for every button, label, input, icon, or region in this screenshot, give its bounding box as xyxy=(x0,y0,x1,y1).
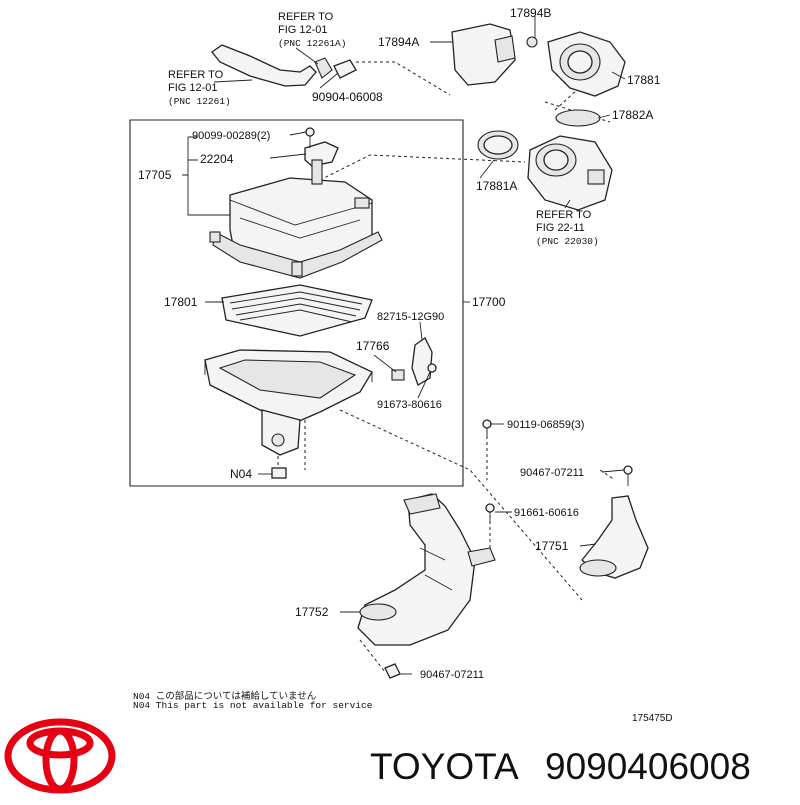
label-n04: N04 xyxy=(230,467,252,481)
intake-hose-17881 xyxy=(547,31,626,97)
toyota-logo-icon xyxy=(4,718,116,794)
label-refer-top-1: REFER TO xyxy=(278,11,334,23)
air-duct-17752 xyxy=(357,493,496,646)
brand-name: TOYOTA xyxy=(370,746,519,787)
dash-line-bottom xyxy=(359,639,386,673)
label-17894B: 17894B xyxy=(510,6,551,20)
label-17894A: 17894A xyxy=(378,35,419,49)
dash-line-throttle xyxy=(319,154,526,181)
label-refer-left-2: FIG 12-01 xyxy=(168,82,218,94)
label-91673-80616: 91673-80616 xyxy=(377,399,442,411)
throttle-body xyxy=(527,135,613,211)
label-refer-left-3: (PNC 12261) xyxy=(168,96,231,107)
note-en: N04 This part is not available for servi… xyxy=(133,700,373,711)
grommet-n04 xyxy=(271,467,287,479)
label-refer-right-2: FIG 22-11 xyxy=(536,222,585,234)
label-82715-12G90: 82715-12G90 xyxy=(377,311,444,323)
label-17881: 17881 xyxy=(627,73,661,87)
label-22204: 22204 xyxy=(200,152,234,166)
diagram-code: 175475D xyxy=(632,713,673,724)
leader-17705 xyxy=(182,136,230,216)
label-refer-top-2: FIG 12-01 xyxy=(278,24,328,36)
bolt-90467-lower xyxy=(384,663,401,679)
label-90467-07211-upper: 90467-07211 xyxy=(520,467,584,479)
clip-and-bracket xyxy=(391,337,437,386)
bolt-91661 xyxy=(485,503,495,524)
label-90467-07211-lower: 90467-07211 xyxy=(420,669,484,681)
label-91661-60616: 91661-60616 xyxy=(514,507,579,519)
dash-line-17881 xyxy=(554,77,591,111)
label-90099-00289: 90099-00289(2) xyxy=(192,130,270,142)
label-17881A: 17881A xyxy=(476,179,517,193)
label-refer-right-1: REFER TO xyxy=(536,209,592,221)
label-17705: 17705 xyxy=(138,168,172,182)
label-refer-right-3: (PNC 22030) xyxy=(536,236,599,247)
air-cleaner-lower-case xyxy=(204,349,373,456)
label-90904-06008: 90904-06008 xyxy=(312,90,383,104)
part-number: 9090406008 xyxy=(545,746,751,787)
union-90904-06008 xyxy=(319,59,357,89)
label-refer-top-3: (PNC 12261A) xyxy=(278,38,346,49)
label-90119-06859: 90119-06859(3) xyxy=(507,419,584,431)
label-17700: 17700 xyxy=(472,295,506,309)
air-filter-element xyxy=(221,284,373,337)
dash-line-hose-top xyxy=(356,61,451,96)
note-jp: N04 この部品については補給していません xyxy=(133,690,316,702)
mass-airflow-sensor xyxy=(304,127,339,185)
resonator-17894A xyxy=(451,23,516,86)
label-17766: 17766 xyxy=(356,339,390,353)
air-duct-17751 xyxy=(579,495,649,579)
air-cleaner-cap xyxy=(209,177,383,279)
leader-lines xyxy=(205,16,626,675)
breather-hose xyxy=(211,44,333,87)
bolt-90467-upper xyxy=(623,465,633,486)
clamp-17882A xyxy=(555,109,601,127)
clamp-17894B xyxy=(526,36,538,48)
assembly-frame-17700 xyxy=(129,119,464,487)
label-17801: 17801 xyxy=(164,295,198,309)
label-17752: 17752 xyxy=(295,605,329,619)
label-17751: 17751 xyxy=(535,539,569,553)
label-17882A: 17882A xyxy=(612,108,653,122)
label-refer-left-1: REFER TO xyxy=(168,69,224,81)
bolt-90119 xyxy=(482,419,492,438)
